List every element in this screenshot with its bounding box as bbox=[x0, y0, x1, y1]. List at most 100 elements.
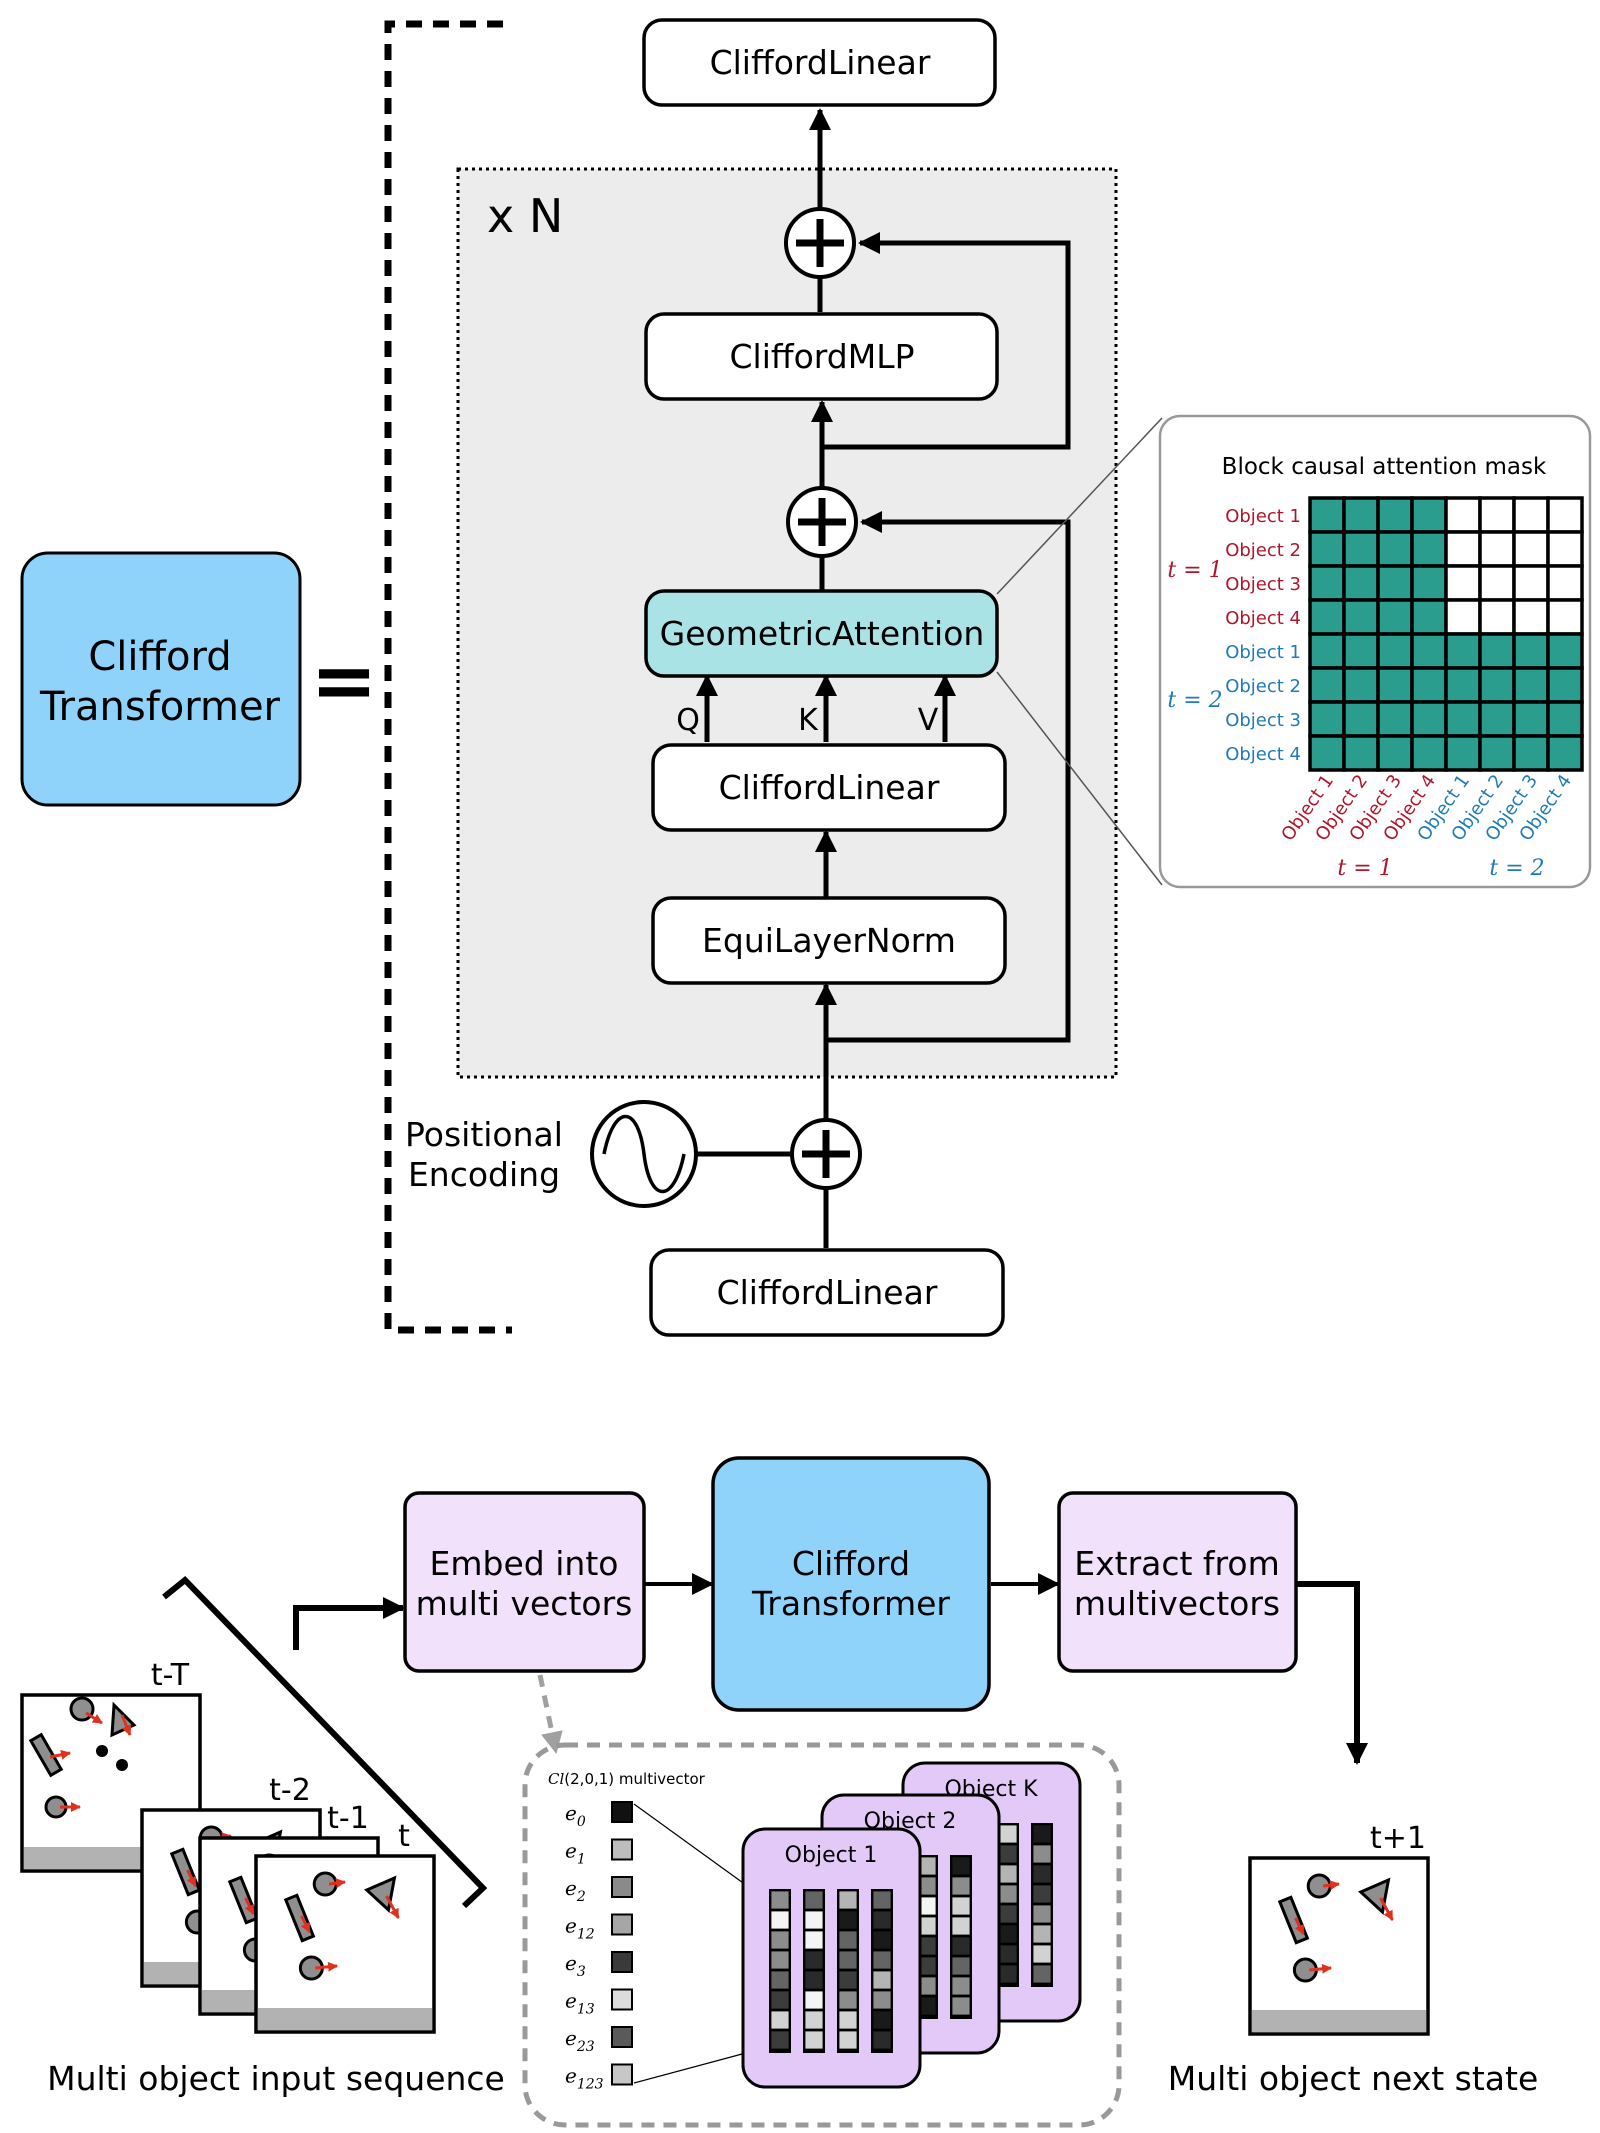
mask-t2-col-label: t = 2 bbox=[1489, 856, 1544, 881]
positional-label-line1: Positional bbox=[405, 1115, 563, 1154]
repeat-label: x N bbox=[487, 189, 563, 243]
mask-cell bbox=[1342, 564, 1380, 602]
positional-add bbox=[790, 1118, 862, 1190]
multivector-detail: Cl(2,0,1) multivector e0e1e2e12e3e13e23e… bbox=[548, 1761, 1082, 2093]
clifford-mlp-box: CliffordMLP bbox=[644, 312, 999, 401]
mask-cell bbox=[1444, 598, 1482, 636]
multivector-cell bbox=[838, 1970, 858, 1990]
basis-label: e13 bbox=[565, 1989, 595, 2018]
mask-cell bbox=[1308, 734, 1346, 772]
output-clifford-linear-box: CliffordLinear bbox=[642, 18, 997, 107]
mask-cell bbox=[1376, 666, 1414, 704]
mask-cell bbox=[1478, 496, 1516, 534]
basis-label: e1 bbox=[565, 1839, 586, 1868]
query-label: Q bbox=[676, 703, 700, 738]
key-label: K bbox=[798, 703, 819, 738]
mask-cell bbox=[1512, 496, 1550, 534]
multivector-cell bbox=[770, 1990, 790, 2010]
input-clifford-linear-box: CliffordLinear bbox=[649, 1248, 1005, 1337]
mask-cell bbox=[1512, 666, 1550, 704]
mask-row-label: Object 4 bbox=[1225, 744, 1301, 765]
mask-cell bbox=[1376, 598, 1414, 636]
mask-row-label: Object 3 bbox=[1225, 574, 1301, 595]
multivector-cell bbox=[998, 1884, 1018, 1904]
basis-label: e2 bbox=[565, 1876, 586, 1905]
output-linear-label: CliffordLinear bbox=[710, 43, 931, 82]
qkv-linear-label: CliffordLinear bbox=[719, 768, 940, 807]
input-linear-label: CliffordLinear bbox=[717, 1273, 938, 1312]
mask-t2-row-label: t = 2 bbox=[1167, 688, 1222, 713]
mask-cell bbox=[1444, 734, 1482, 772]
geometric-attention-box: GeometricAttention bbox=[644, 589, 999, 678]
frame-label: t bbox=[398, 1819, 410, 1854]
object-card-label: Object 1 bbox=[785, 1843, 878, 1868]
mask-cell bbox=[1546, 530, 1584, 568]
mask-cell bbox=[1342, 700, 1380, 738]
basis-label: e12 bbox=[565, 1914, 595, 1943]
multivector-cell bbox=[804, 1890, 824, 1910]
mask-cell bbox=[1444, 666, 1482, 704]
frame-label: t-T bbox=[151, 1658, 190, 1693]
multivector-cell bbox=[804, 1970, 824, 1990]
mask-cell bbox=[1410, 598, 1448, 636]
mask-cell bbox=[1546, 734, 1584, 772]
mask-cell bbox=[1546, 632, 1584, 670]
multivector-cell bbox=[951, 1856, 971, 1876]
multivector-title-args: (2,0,1) multivector bbox=[564, 1770, 705, 1788]
residual-add-middle bbox=[786, 486, 858, 558]
next-state-caption: Multi object next state bbox=[1168, 2059, 1539, 2098]
sine-wave-icon bbox=[590, 1100, 698, 1208]
mask-cell bbox=[1444, 496, 1482, 534]
multivector-cell bbox=[998, 1844, 1018, 1864]
multivector-cell bbox=[1032, 1864, 1052, 1884]
embed-box: Embed into multi vectors bbox=[403, 1491, 646, 1673]
mask-cell bbox=[1410, 564, 1448, 602]
embed-line2: multi vectors bbox=[416, 1584, 633, 1623]
multivector-cell bbox=[1032, 1924, 1052, 1944]
mask-row-label: Object 2 bbox=[1225, 676, 1301, 697]
sequence-caption: Multi object input sequence bbox=[47, 2059, 505, 2098]
multivector-cell bbox=[872, 1970, 892, 1990]
mask-cell bbox=[1444, 564, 1482, 602]
block-connections bbox=[696, 108, 1071, 1248]
multivector-title: Cl(2,0,1) multivector bbox=[548, 1770, 706, 1788]
basis-label: e23 bbox=[565, 2026, 595, 2055]
multivector-cell bbox=[872, 1990, 892, 2010]
mask-cell bbox=[1512, 734, 1550, 772]
multivector-cell bbox=[770, 1910, 790, 1930]
mask-cell bbox=[1444, 530, 1482, 568]
mask-cell bbox=[1444, 632, 1482, 670]
mask-cell bbox=[1376, 530, 1414, 568]
multivector-cell bbox=[770, 1970, 790, 1990]
multivector-cell bbox=[872, 1890, 892, 1910]
input-sequence-frames: t-Tt-2t-1t bbox=[20, 1658, 436, 2034]
basis-swatch bbox=[611, 1838, 633, 1861]
mask-cell bbox=[1342, 598, 1380, 636]
multivector-cell bbox=[1032, 1884, 1052, 1904]
mask-cell bbox=[1478, 632, 1516, 670]
multivector-cell bbox=[838, 2030, 858, 2050]
mask-cell bbox=[1478, 734, 1516, 772]
mask-cell bbox=[1376, 734, 1414, 772]
mask-row-label: Object 4 bbox=[1225, 608, 1301, 629]
transformer-label-line1: Clifford bbox=[88, 634, 231, 680]
basis-label: e123 bbox=[565, 2064, 604, 2093]
mlp-label: CliffordMLP bbox=[730, 337, 915, 376]
next-state-frame: t+1 bbox=[1248, 1821, 1430, 2036]
mask-cell bbox=[1512, 632, 1550, 670]
mask-cell bbox=[1410, 632, 1448, 670]
transformer-label-line2: Transformer bbox=[39, 684, 281, 730]
multivector-cell bbox=[951, 1876, 971, 1896]
multivector-cell bbox=[838, 1930, 858, 1950]
scene-frame: t bbox=[254, 1819, 436, 2034]
multivector-cell bbox=[770, 2010, 790, 2030]
mask-cell bbox=[1342, 632, 1380, 670]
mask-cell bbox=[1478, 564, 1516, 602]
mask-cell bbox=[1308, 496, 1346, 534]
mask-cell bbox=[1512, 530, 1550, 568]
multivector-panel bbox=[522, 1742, 1122, 2128]
embed-detail-arrow bbox=[537, 1674, 563, 1754]
mask-cell bbox=[1410, 734, 1448, 772]
multivector-cell bbox=[998, 1824, 1018, 1844]
multivector-cell bbox=[1032, 1844, 1052, 1864]
